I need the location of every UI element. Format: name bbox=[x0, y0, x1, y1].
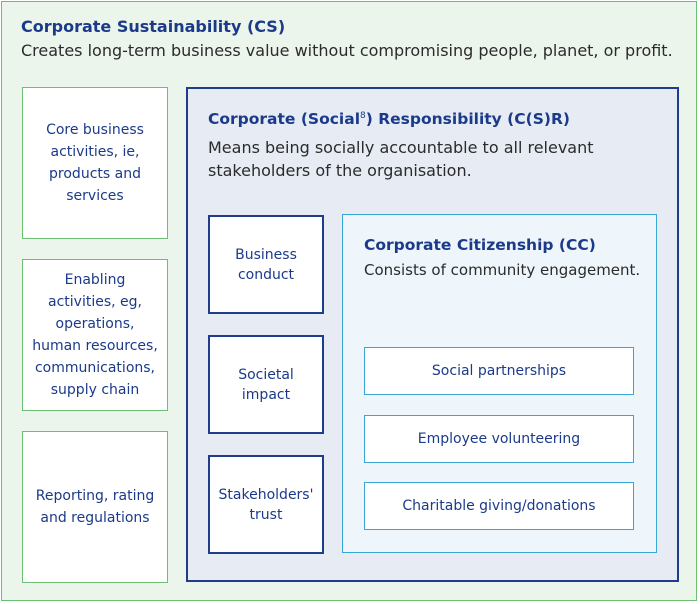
cc-title: Corporate Citizenship (CC) bbox=[364, 236, 596, 254]
charitable-giving-box: Charitable giving/donations bbox=[364, 482, 634, 530]
stakeholders-trust-box: Stakeholders' trust bbox=[208, 455, 324, 554]
social-partnerships-box: Social partnerships bbox=[364, 347, 634, 395]
enabling-activities-box: Enabling activities, eg, operations, hum… bbox=[22, 259, 168, 411]
csr-title: Corporate (Social8) Responsibility (C(S)… bbox=[208, 110, 570, 128]
cs-title: Corporate Sustainability (CS) bbox=[21, 17, 286, 36]
csr-footnote: 8 bbox=[360, 110, 366, 121]
cs-description: Creates long-term business value without… bbox=[21, 41, 673, 60]
core-business-box: Core business activities, ie, products a… bbox=[22, 87, 168, 239]
business-conduct-box: Business conduct bbox=[208, 215, 324, 314]
csr-description: Means being socially accountable to all … bbox=[208, 138, 594, 180]
reporting-box: Reporting, rating and regulations bbox=[22, 431, 168, 583]
employee-volunteering-box: Employee volunteering bbox=[364, 415, 634, 463]
csr-title-suffix: ) Responsibility (C(S)R) bbox=[365, 110, 570, 128]
csr-title-prefix: Corporate (Social bbox=[208, 110, 361, 128]
cc-description: Consists of community engagement. bbox=[364, 261, 641, 279]
societal-impact-box: Societal impact bbox=[208, 335, 324, 434]
